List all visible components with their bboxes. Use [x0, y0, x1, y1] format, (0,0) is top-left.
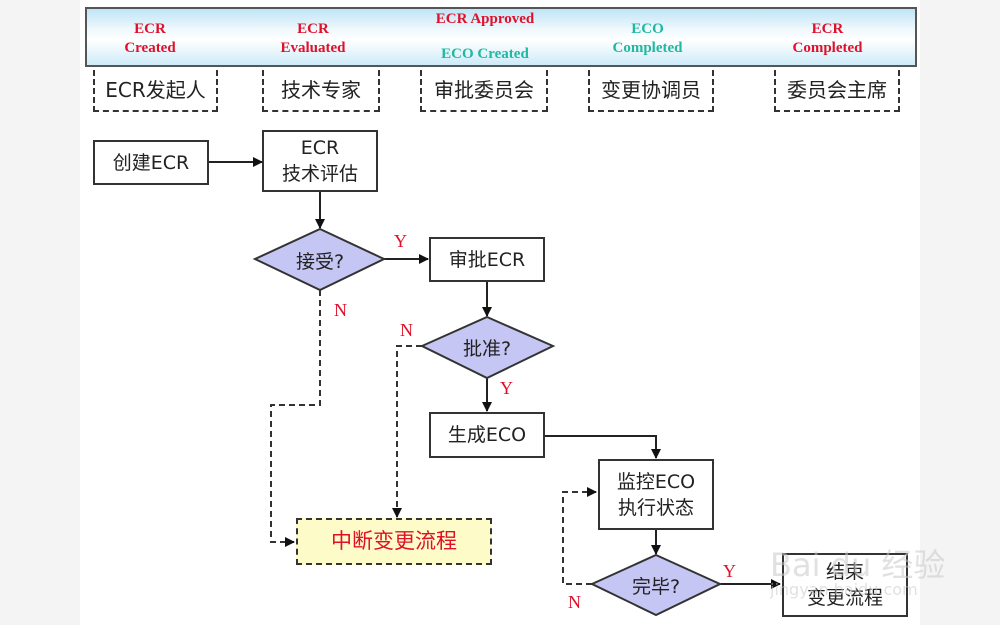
decision-approved — [419, 315, 556, 380]
stage-band — [85, 7, 917, 67]
role-approval-committee: 审批委员会 — [420, 70, 548, 112]
decision-accept — [252, 227, 387, 292]
node-label: 审批ECR — [448, 248, 526, 271]
node-tech-eval: ECR 技术评估 — [262, 130, 378, 192]
edge-approved-no — [392, 345, 422, 518]
stage-line: Evaluated — [280, 40, 346, 56]
edge-done-no — [562, 487, 597, 585]
role-ecr-initiator: ECR发起人 — [93, 70, 218, 112]
label-accept-yes: Y — [394, 231, 407, 251]
label-done-no: N — [568, 592, 581, 612]
node-create-ecr: 创建ECR — [93, 140, 209, 185]
node-approve-ecr: 审批ECR — [429, 237, 545, 282]
watermark-url: jingyan.baidu.com — [770, 580, 918, 599]
stage-ecr-approved-eco-created: ECR Approved ECO Created — [410, 11, 560, 63]
node-label: 监控ECO — [616, 470, 696, 493]
node-label: 创建ECR — [112, 151, 190, 174]
stage-line: ECO Created — [441, 46, 529, 62]
label-approved-yes: Y — [500, 378, 513, 398]
stage-line: ECR — [811, 21, 844, 37]
stage-ecr-completed: ECR Completed — [770, 20, 885, 58]
role-committee-chair: 委员会主席 — [774, 70, 900, 112]
decision-approved-label: 批准? — [462, 338, 512, 360]
node-abort-process: 中断变更流程 — [296, 518, 492, 565]
node-label: 生成ECO — [447, 424, 527, 446]
stage-line: ECR — [297, 21, 329, 37]
node-label: 变更流程 — [806, 587, 883, 609]
stage-line: Created — [124, 40, 176, 56]
watermark-brand: Bai du 经验 — [770, 546, 946, 584]
label-done-yes: Y — [723, 561, 736, 581]
role-technical-expert: 技术专家 — [262, 70, 380, 112]
role-change-coordinator: 变更协调员 — [588, 70, 714, 112]
node-label: 结束 — [825, 561, 864, 583]
node-label: 执行状态 — [617, 496, 694, 519]
decision-done-label: 完毕? — [631, 576, 681, 598]
label-approved-no: N — [400, 320, 413, 340]
stage-line: Completed — [612, 40, 683, 56]
diagram-canvas — [80, 0, 920, 625]
stage-ecr-evaluated: ECR Evaluated — [258, 20, 368, 58]
stage-eco-completed: ECO Completed — [590, 20, 705, 58]
node-monitor-eco: 监控ECO 执行状态 — [598, 459, 714, 530]
decision-accept-label: 接受? — [295, 251, 345, 273]
stage-line: ECR — [134, 21, 166, 37]
decision-done — [589, 553, 723, 617]
node-label: ECR — [300, 137, 340, 159]
stage-line: ECO — [631, 21, 664, 37]
node-end-process: 结束 变更流程 — [782, 553, 908, 617]
edge-accept-no — [270, 290, 321, 547]
edge-eco-to-monitor — [545, 435, 661, 459]
stage-ecr-created: ECR Created — [95, 20, 205, 58]
node-generate-eco: 生成ECO — [429, 412, 545, 458]
label-accept-no: N — [334, 300, 347, 320]
node-label: 技术评估 — [281, 163, 358, 185]
stage-line: ECR Approved — [435, 11, 535, 27]
stage-line: Completed — [792, 40, 863, 56]
